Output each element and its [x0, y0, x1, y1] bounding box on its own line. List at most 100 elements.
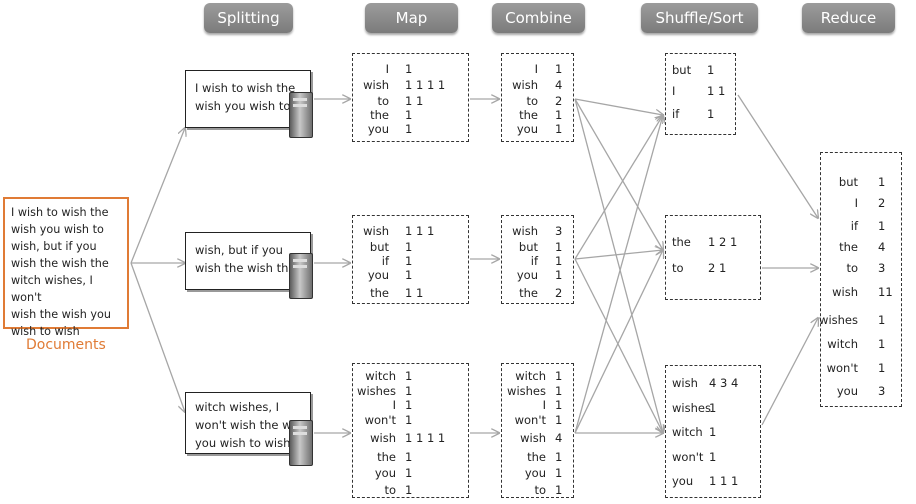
split-line: you wish to wish — [195, 436, 291, 450]
flow-arrow — [574, 250, 663, 434]
map-box-2 — [352, 215, 469, 304]
flow-arrow — [574, 258, 663, 433]
kv-value: 1 — [405, 413, 413, 427]
kv-key: but — [838, 175, 858, 189]
kv-value: 2 1 — [708, 261, 727, 275]
kv-value: 1 — [555, 413, 563, 427]
kv-value: 1 — [405, 268, 413, 282]
kv-value: 1 — [405, 254, 413, 268]
kv-key: I — [542, 398, 546, 412]
kv-value: 1 — [878, 175, 886, 189]
kv-key: wishes — [507, 384, 546, 398]
kv-key: but — [672, 63, 692, 77]
kv-key: to — [526, 94, 538, 108]
kv-key: you — [516, 268, 538, 282]
kv-key: witch — [365, 369, 396, 383]
kv-key: wishes — [357, 384, 396, 398]
kv-value: 11 — [878, 285, 893, 299]
kv-key: I — [672, 84, 676, 98]
kv-key: I — [534, 62, 538, 76]
kv-key: wish — [512, 224, 538, 238]
kv-key: the — [377, 450, 396, 464]
doc-line: witch wishes, I won't — [11, 274, 93, 304]
kv-value: 1 — [405, 369, 413, 383]
kv-value: 1 — [555, 62, 563, 76]
kv-value: 1 — [878, 313, 886, 327]
kv-value: 3 — [878, 384, 886, 398]
kv-key: I — [385, 62, 389, 76]
documents-box: I wish to wish the wish you wish to wish… — [3, 197, 129, 338]
kv-value: 1 — [405, 108, 413, 122]
kv-value: 1 — [405, 62, 413, 76]
kv-value: 1 — [405, 483, 413, 497]
flow-arrow — [574, 98, 663, 115]
kv-value: 1 — [555, 384, 563, 398]
shuffle-box-1 — [665, 53, 736, 135]
kv-value: 1 — [405, 240, 413, 254]
kv-key: if — [672, 107, 680, 121]
server-icon — [289, 92, 313, 138]
kv-value: 2 — [555, 286, 563, 300]
kv-key: wish — [672, 376, 698, 390]
stage-map: Map — [365, 3, 458, 33]
flow-arrow — [130, 128, 185, 264]
kv-key: you — [516, 122, 538, 136]
kv-value: 3 — [555, 224, 563, 238]
kv-value: 1 1 1 1 — [405, 431, 446, 445]
kv-key: but — [369, 240, 389, 254]
flow-arrow — [574, 98, 663, 250]
kv-value: 1 — [405, 450, 413, 464]
kv-value: 1 — [555, 466, 563, 480]
kv-value: 3 — [878, 261, 886, 275]
split-line: won't wish the wi — [195, 418, 295, 432]
kv-key: the — [839, 240, 858, 254]
kv-key: you — [524, 466, 546, 480]
documents-label: Documents — [26, 337, 106, 353]
map-box-3 — [352, 363, 469, 498]
flow-arrow — [761, 318, 818, 426]
kv-value: 1 — [555, 450, 563, 464]
kv-key: wish — [520, 431, 546, 445]
kv-key: wish — [363, 224, 389, 238]
kv-key: won't — [826, 361, 858, 375]
kv-value: 1 — [555, 268, 563, 282]
split-line: wish you wish to — [195, 99, 291, 113]
kv-key: wishes — [819, 313, 858, 327]
flow-arrow — [574, 98, 663, 433]
kv-value: 1 — [405, 122, 413, 136]
kv-value: 1 — [555, 108, 563, 122]
kv-key: to — [672, 261, 684, 275]
flow-arrow — [574, 250, 663, 260]
stage-reduce: Reduce — [802, 3, 895, 33]
kv-value: 1 1 1 1 — [405, 78, 446, 92]
kv-key: wishes — [672, 401, 711, 415]
kv-key: wish — [832, 285, 858, 299]
map-box-1 — [352, 53, 469, 142]
doc-line: wish, but if you — [11, 240, 97, 253]
kv-value: 1 — [405, 398, 413, 412]
kv-key: you — [367, 122, 389, 136]
kv-value: 1 — [709, 450, 717, 464]
kv-value: 2 — [555, 94, 563, 108]
reduce-box — [820, 152, 902, 407]
split-line: wish, but if you — [195, 243, 283, 257]
kv-key: you — [374, 466, 396, 480]
shuffle-box-2 — [665, 215, 761, 300]
doc-line: wish you wish to — [11, 223, 104, 236]
kv-value: 1 — [555, 254, 563, 268]
kv-value: 1 — [555, 122, 563, 136]
split-line: wish the wish the — [195, 261, 296, 275]
kv-key: the — [370, 286, 389, 300]
doc-line: wish the wish you — [11, 308, 111, 321]
kv-key: the — [527, 450, 546, 464]
flow-arrow — [130, 262, 185, 412]
kv-key: the — [519, 108, 538, 122]
kv-key: I — [854, 196, 858, 210]
kv-key: the — [519, 286, 538, 300]
kv-value: 1 1 1 — [709, 474, 739, 488]
kv-value: 1 — [555, 483, 563, 497]
kv-key: if — [530, 254, 538, 268]
kv-key: you — [836, 384, 858, 398]
kv-value: 1 — [709, 401, 717, 415]
server-icon — [289, 253, 313, 299]
